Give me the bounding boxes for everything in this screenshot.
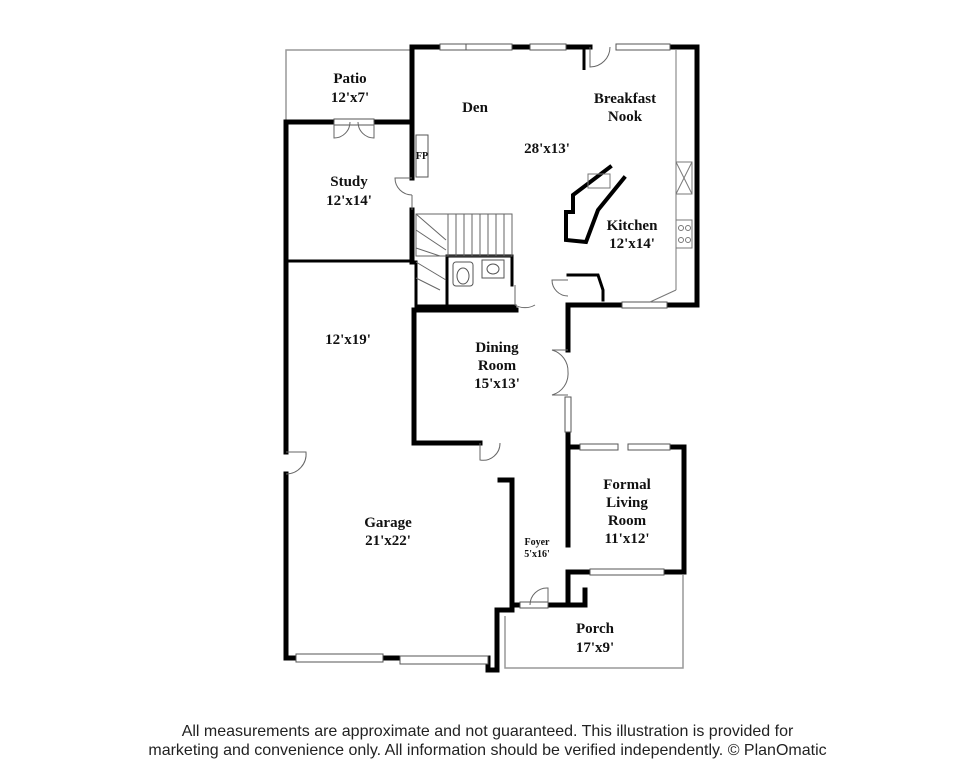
- kitchen-size: 12'x14': [609, 236, 655, 252]
- dining-line1: Dining: [475, 340, 519, 356]
- living-line1: Formal: [603, 477, 650, 493]
- study-size: 12'x14': [326, 193, 372, 209]
- breakfast-nook-line2: Nook: [608, 109, 643, 125]
- study-name: Study: [330, 174, 368, 190]
- bonus-room-size: 12'x19': [325, 332, 371, 348]
- garage-name: Garage: [364, 515, 412, 531]
- patio-name: Patio: [333, 71, 366, 87]
- disclaimer-line1: All measurements are approximate and not…: [181, 723, 794, 740]
- dining-size: 15'x13': [474, 376, 520, 392]
- outdoor-outlines: [285, 49, 684, 669]
- kitchen-appliances: [587, 50, 693, 303]
- disclaimer-line2: marketing and convenience only. All info…: [148, 742, 827, 759]
- windows: [295, 43, 671, 665]
- dining-line2: Room: [478, 358, 517, 374]
- floor-plan: Patio 12'x7' Den 28'x13' Breakfast Nook …: [283, 43, 700, 673]
- walls: [283, 44, 700, 673]
- foyer-size: 5'x16': [524, 549, 550, 560]
- fireplace-label: FP: [416, 151, 428, 162]
- living-line3: Room: [608, 513, 647, 529]
- patio-size: 12'x7': [331, 90, 369, 106]
- living-line2: Living: [606, 495, 648, 511]
- den-name: Den: [462, 100, 488, 116]
- porch-size: 17'x9': [576, 640, 614, 656]
- kitchen-name: Kitchen: [607, 218, 658, 234]
- disclaimer: All measurements are approximate and not…: [0, 722, 975, 760]
- fireplace-box: [415, 134, 429, 178]
- breakfast-nook-line1: Breakfast: [594, 91, 656, 107]
- staircase: [415, 213, 513, 291]
- porch-name: Porch: [576, 621, 615, 637]
- doors: [285, 46, 611, 606]
- den-size: 28'x13': [524, 141, 570, 157]
- foyer-name: Foyer: [525, 537, 551, 548]
- bathroom-fixtures: [452, 259, 505, 287]
- living-size: 11'x12': [604, 531, 649, 547]
- garage-size: 21'x22': [365, 533, 411, 549]
